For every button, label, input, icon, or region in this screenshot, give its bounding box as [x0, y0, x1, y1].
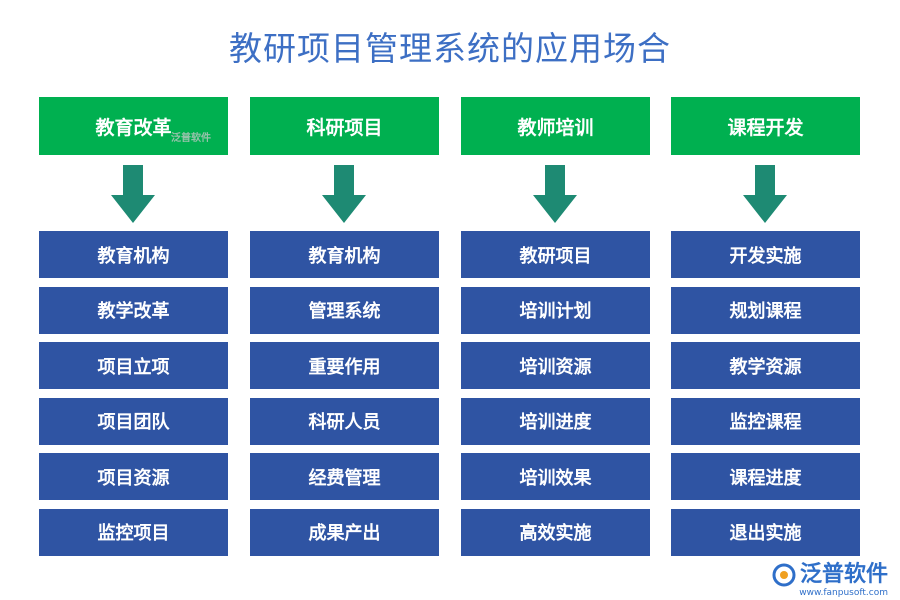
column-header: 教育改革 泛普软件: [39, 97, 228, 155]
column-header-label: 课程开发: [727, 116, 804, 139]
column-header-label: 教育改革: [95, 116, 172, 139]
list-item: 教研项目: [461, 231, 650, 278]
list-item: 教育机构: [39, 231, 228, 278]
column-header-label: 科研项目: [306, 116, 383, 139]
column-header-label: 教师培训: [517, 116, 594, 139]
list-item: 监控课程: [671, 397, 860, 445]
list-item: 培训计划: [461, 286, 650, 334]
column-4: 课程开发 开发实施 规划课程 教学资源 监控课程 课程进度 退出实施: [671, 97, 860, 556]
down-arrow-icon: [250, 155, 439, 231]
list-item: 项目团队: [39, 397, 228, 445]
list-item: 培训效果: [461, 453, 650, 500]
down-arrow-icon: [461, 155, 650, 231]
list-item: 规划课程: [671, 286, 860, 334]
list-item: 教育机构: [250, 231, 439, 278]
list-item: 开发实施: [671, 231, 860, 278]
column-header: 教师培训: [461, 97, 650, 155]
watermark-small: 泛普软件: [171, 133, 211, 144]
brand-logo: 泛普软件: [772, 563, 888, 587]
page-title: 教研项目管理系统的应用场合: [229, 29, 671, 68]
column-2: 科研项目 教育机构 管理系统 重要作用 科研人员 经费管理 成果产出: [250, 97, 439, 556]
list-item: 监控项目: [39, 508, 228, 556]
logo-text: 泛普软件: [799, 562, 888, 587]
list-item: 经费管理: [250, 453, 439, 500]
list-item: 退出实施: [671, 508, 860, 556]
down-arrow-icon: [39, 155, 228, 231]
list-item: 科研人员: [250, 397, 439, 445]
down-arrow-icon: [671, 155, 860, 231]
column-header: 课程开发: [671, 97, 860, 155]
list-item: 管理系统: [250, 286, 439, 334]
list-item: 教学改革: [39, 286, 228, 334]
list-item: 重要作用: [250, 342, 439, 389]
column-header: 科研项目: [250, 97, 439, 155]
logo-url: www.fanpusoft.com: [799, 588, 888, 598]
list-item: 项目资源: [39, 453, 228, 500]
list-item: 培训资源: [461, 342, 650, 389]
list-item: 项目立项: [39, 342, 228, 389]
list-item: 课程进度: [671, 453, 860, 500]
list-item: 教学资源: [671, 342, 860, 389]
logo-icon: [772, 563, 796, 587]
list-item: 成果产出: [250, 508, 439, 556]
list-item: 培训进度: [461, 397, 650, 445]
column-3: 教师培训 教研项目 培训计划 培训资源 培训进度 培训效果 高效实施: [461, 97, 650, 556]
column-1: 教育改革 泛普软件 教育机构 教学改革 项目立项 项目团队 项目资源 监控项目: [39, 97, 228, 556]
list-item: 高效实施: [461, 508, 650, 556]
